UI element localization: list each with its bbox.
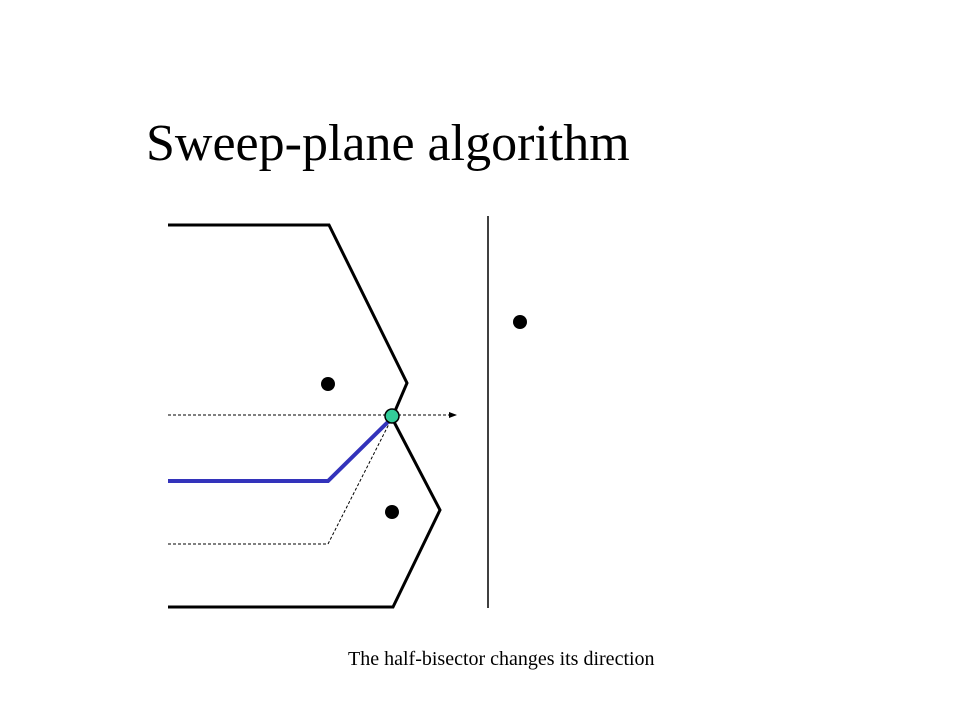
lower-cell-boundary <box>168 417 442 609</box>
slide-caption: The half-bisector changes its direction <box>348 648 655 670</box>
half-bisector <box>168 416 394 483</box>
site-point-lower <box>385 505 399 519</box>
upper-cell-boundary <box>168 223 409 419</box>
site-point-upper <box>321 377 335 391</box>
site-point-right <box>513 315 527 329</box>
slide-title: Sweep-plane algorithm <box>146 115 630 172</box>
event-point <box>384 408 400 424</box>
dashed-lower-guide <box>168 417 393 545</box>
